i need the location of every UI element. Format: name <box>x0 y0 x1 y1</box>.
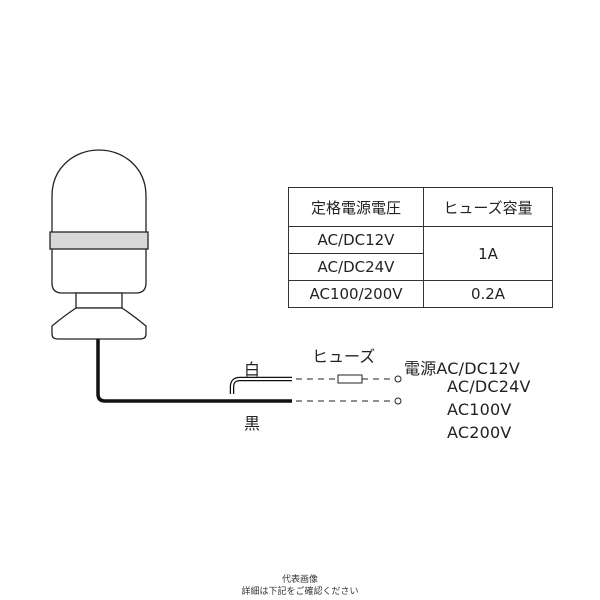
power-label: 電源AC/DC12V <box>404 355 520 379</box>
fuse-cell: 0.2A <box>423 280 553 308</box>
white-cable <box>229 376 292 394</box>
caption-representative: 代表画像 <box>281 575 318 585</box>
terminal-black <box>394 397 402 405</box>
voltage-cell: AC100/200V <box>288 280 424 308</box>
lamp-dome <box>51 149 147 232</box>
header-rated-voltage: 定格電源電圧 <box>288 187 424 227</box>
voltage-line: AC100V <box>447 400 512 419</box>
voltage-cell: AC/DC12V <box>288 226 424 254</box>
black-wire-label: 黒 <box>244 414 261 433</box>
lamp-band <box>49 231 149 250</box>
power-prefix: 電源 <box>404 359 437 378</box>
white-wire-label: 白 <box>244 360 261 379</box>
voltage-line: AC200V <box>447 423 512 442</box>
voltage-line: AC/DC12V <box>436 359 521 378</box>
spec-table: 定格電源電圧 ヒューズ容量 AC/DC12V 1A AC/DC24V AC100… <box>288 187 553 308</box>
table-row: AC100/200V 0.2A <box>288 280 553 308</box>
lamp-body <box>51 249 147 294</box>
voltage-line: AC/DC24V <box>447 377 531 396</box>
signal-lamp <box>49 149 149 340</box>
fuse-symbol <box>337 374 363 384</box>
header-fuse-capacity: ヒューズ容量 <box>423 187 553 227</box>
voltage-cell: AC/DC24V <box>288 253 424 281</box>
lamp-neck <box>75 292 123 309</box>
fuse-label: ヒューズ <box>312 347 376 366</box>
fuse-cell: 1A <box>423 226 553 281</box>
terminal-white <box>394 375 402 383</box>
lamp-base <box>51 307 147 340</box>
black-cable <box>96 339 292 403</box>
caption-details: 詳細は下記をご確認ください <box>241 587 359 597</box>
table-row: AC/DC12V 1A <box>288 226 553 281</box>
